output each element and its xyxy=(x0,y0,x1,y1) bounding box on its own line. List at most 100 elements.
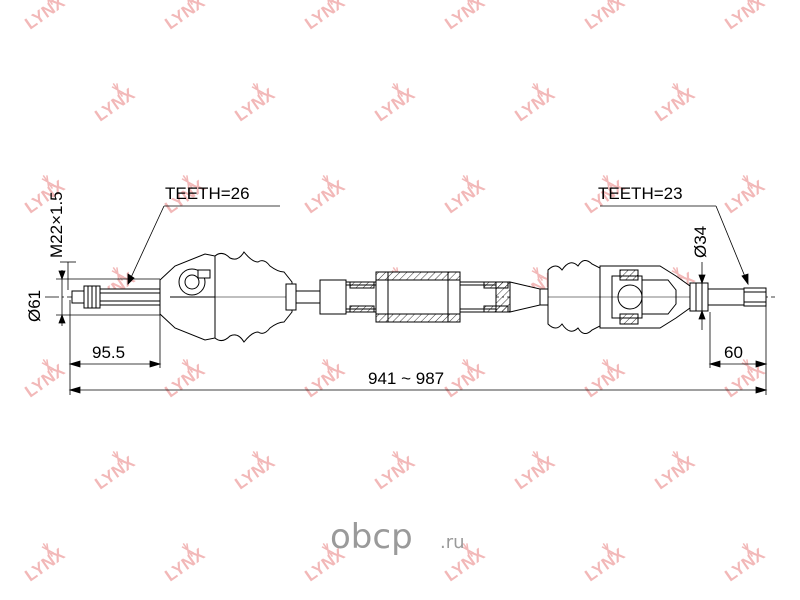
watermark-text: LYNX xyxy=(91,84,138,125)
watermark-mark xyxy=(251,82,265,97)
watermark-tile: LYNX xyxy=(231,450,279,493)
watermark-mark xyxy=(41,174,55,189)
watermark-mark xyxy=(41,0,55,5)
damper-weight xyxy=(375,271,461,323)
watermark-text: LYNX xyxy=(721,0,768,33)
watermark-tile: LYNX xyxy=(511,82,559,125)
watermark-mark xyxy=(741,0,755,5)
site-logo: оbсp .ru xyxy=(330,517,465,557)
watermark-tile: LYNX xyxy=(161,0,209,33)
watermark-text: LYNX xyxy=(441,0,488,33)
watermark-text: LYNX xyxy=(651,452,698,493)
watermark-mark xyxy=(531,450,545,465)
watermark-tile: LYNX xyxy=(581,358,629,401)
dia-right-label: Ø34 xyxy=(691,226,710,258)
watermark-text: LYNX xyxy=(721,176,768,217)
watermark-text: LYNX xyxy=(161,0,208,33)
watermark-tile: LYNX xyxy=(161,358,209,401)
watermark-tile: LYNX xyxy=(441,174,489,217)
watermark-text: LYNX xyxy=(581,0,628,33)
logo-suffix: .ru xyxy=(440,532,465,553)
thread-label: M22×1.5 xyxy=(47,191,66,258)
watermark-mark xyxy=(461,542,475,557)
watermark-tile: LYNX xyxy=(21,542,69,585)
watermark-text: LYNX xyxy=(21,360,68,401)
watermark-mark xyxy=(461,0,475,5)
watermark-text: LYNX xyxy=(651,84,698,125)
watermark-text: LYNX xyxy=(511,84,558,125)
watermark-mark xyxy=(461,358,475,373)
watermark-mark xyxy=(461,174,475,189)
len-left-label: 95.5 xyxy=(92,343,125,362)
watermark-mark xyxy=(601,0,615,5)
watermark-mark xyxy=(181,0,195,5)
len-right-label: 60 xyxy=(724,343,743,362)
watermark-mark xyxy=(41,542,55,557)
watermark-tile: LYNX xyxy=(371,82,419,125)
watermark-mark xyxy=(111,450,125,465)
watermark-tile: LYNX xyxy=(581,0,629,33)
watermark-tile: LYNX xyxy=(511,450,559,493)
watermark-text: LYNX xyxy=(721,544,768,585)
watermark-text: LYNX xyxy=(91,452,138,493)
teeth-left-label: TEETH=26 xyxy=(165,184,250,203)
watermark-mark xyxy=(181,542,195,557)
watermark-mark xyxy=(111,266,125,281)
watermark-text: LYNX xyxy=(581,360,628,401)
watermark-text: LYNX xyxy=(21,544,68,585)
watermark-mark xyxy=(321,174,335,189)
watermark-tile: LYNX xyxy=(301,174,349,217)
watermark-tile: LYNX xyxy=(651,450,699,493)
dia-left-label: Ø61 xyxy=(25,290,44,322)
watermark-tile: LYNX xyxy=(441,0,489,33)
watermark-mark xyxy=(391,450,405,465)
watermark-mark xyxy=(391,82,405,97)
watermark-mark xyxy=(321,0,335,5)
watermark-tile: LYNX xyxy=(21,358,69,401)
right-shaft-section xyxy=(495,281,549,313)
watermark-tile: LYNX xyxy=(301,0,349,33)
watermark-mark xyxy=(321,542,335,557)
left-cv-joint xyxy=(159,253,216,341)
watermark-mark xyxy=(601,542,615,557)
logo-text: оbсp xyxy=(330,517,413,557)
watermark-tile: LYNX xyxy=(21,0,69,33)
watermark-text: LYNX xyxy=(581,544,628,585)
left-boot xyxy=(214,251,297,343)
watermark-text: LYNX xyxy=(301,360,348,401)
watermark-tile: LYNX xyxy=(301,358,349,401)
watermark-tile: LYNX xyxy=(91,450,139,493)
watermark-tile: LYNX xyxy=(651,82,699,125)
watermark-mark xyxy=(531,82,545,97)
dimension-lines xyxy=(56,205,768,395)
watermark-text: LYNX xyxy=(161,360,208,401)
watermark-mark xyxy=(671,82,685,97)
watermark-tile: LYNX xyxy=(231,82,279,125)
watermark-mark xyxy=(321,358,335,373)
watermark-text: LYNX xyxy=(231,452,278,493)
watermark-text: LYNX xyxy=(21,0,68,33)
watermark-mark xyxy=(41,358,55,373)
total-length-label: 941 ~ 987 xyxy=(368,369,444,388)
watermark-tile: LYNX xyxy=(161,542,209,585)
shaft-assembly xyxy=(45,251,775,343)
watermark-mark xyxy=(601,174,615,189)
watermark-text: LYNX xyxy=(161,544,208,585)
watermark-text: LYNX xyxy=(301,176,348,217)
watermark-text: LYNX xyxy=(441,176,488,217)
watermark-text: LYNX xyxy=(301,0,348,33)
watermark-tile: LYNX xyxy=(91,82,139,125)
watermark-mark xyxy=(251,450,265,465)
teeth-right-label: TEETH=23 xyxy=(598,184,683,203)
watermark-text: LYNX xyxy=(721,360,768,401)
left-threaded-stub xyxy=(71,285,161,309)
watermark-tile: LYNX xyxy=(721,174,769,217)
watermark-text: LYNX xyxy=(511,452,558,493)
watermark-mark xyxy=(181,174,195,189)
watermark-text: LYNX xyxy=(371,452,418,493)
right-output-stub xyxy=(689,282,767,312)
watermark-tile: LYNX xyxy=(721,542,769,585)
watermark-text: LYNX xyxy=(441,360,488,401)
watermark-mark xyxy=(111,82,125,97)
